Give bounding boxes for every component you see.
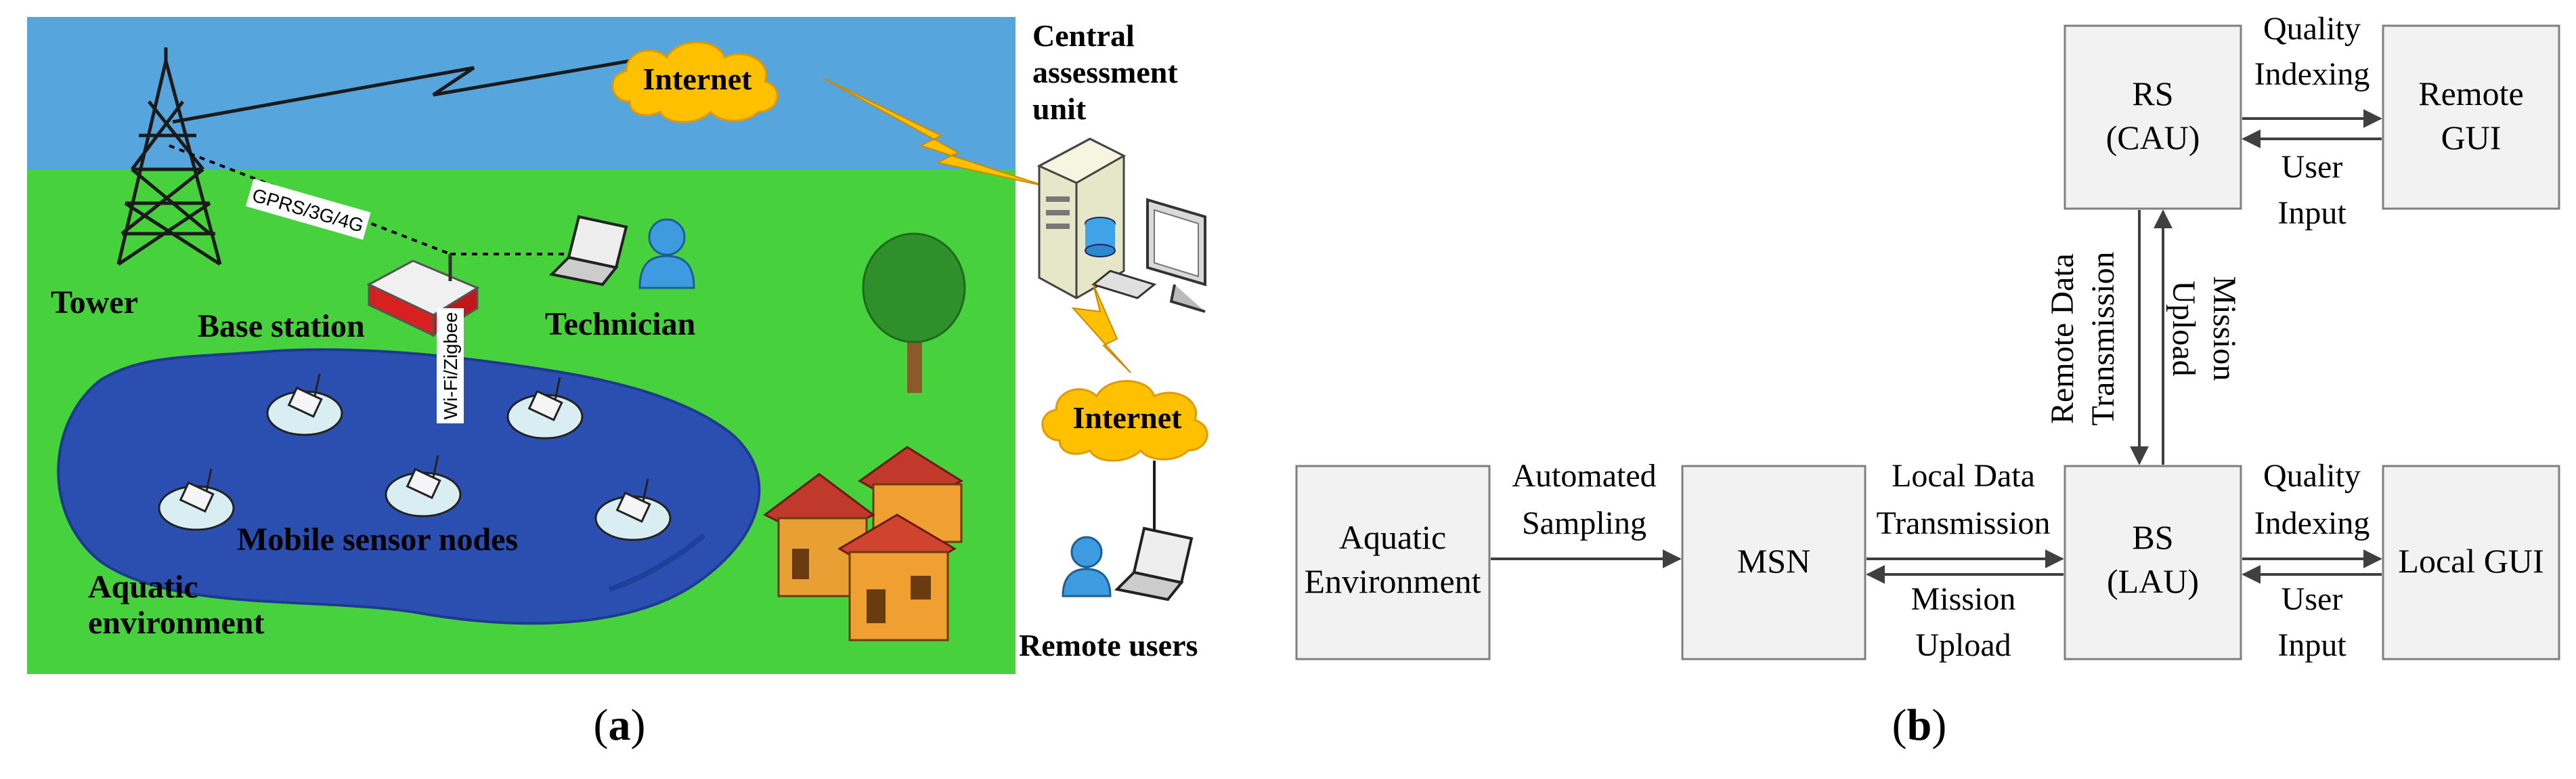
local-gui-label: Local GUI [2398, 542, 2544, 580]
remote-user-icon [1062, 526, 1194, 602]
caption-b-open: ( [1892, 700, 1907, 750]
aquatic-label-2: environment [88, 605, 264, 641]
lake-ripple [608, 532, 706, 592]
tower-label: Tower [51, 285, 138, 320]
internet-cloud-bottom: Internet [1041, 380, 1208, 462]
user-top-label-1: User [2282, 149, 2343, 185]
mission-horiz-label-2: Upload [1915, 627, 2011, 663]
user-bottom-label-1: User [2282, 581, 2343, 617]
remote-gui-label-1: Remote [2418, 75, 2524, 112]
central-unit-label-1: Central [1032, 18, 1135, 53]
msn-box [1681, 465, 1866, 660]
remote-gui-box [2382, 24, 2560, 210]
mobile-nodes-label: Mobile sensor nodes [237, 522, 518, 557]
wifi-label: Wi-Fi/Zigbee [440, 312, 461, 420]
central-unit-label-3: unit [1032, 91, 1087, 126]
remote-users-label: Remote users [1019, 628, 1198, 662]
automated-label-1: Automated [1512, 458, 1656, 494]
bs-box [2064, 465, 2242, 660]
bs-label-2: (LAU) [2107, 562, 2199, 600]
caption-b-letter: b [1907, 700, 1932, 750]
wifi-label-group: Wi-Fi/Zigbee [437, 308, 464, 423]
caption-b-close: ) [1931, 700, 1946, 750]
base-station-label: Base station [198, 308, 365, 344]
sensor-node [594, 478, 672, 541]
aquatic-box-label-1: Aquatic [1339, 518, 1446, 556]
technician-icon [548, 215, 695, 289]
monitor-icon [1091, 198, 1206, 313]
tower-icon [116, 47, 222, 266]
internet-bottom-label: Internet [1073, 400, 1183, 435]
houses-icon [763, 446, 964, 641]
caption-b: (b) [1892, 700, 1947, 750]
sensor-node [506, 377, 584, 440]
server-icon [1036, 138, 1127, 299]
bs-label-1: BS [2132, 518, 2173, 556]
user-top-label-2: Input [2277, 195, 2346, 231]
rs-box [2064, 24, 2242, 210]
quality-top-label-1: Quality [2263, 11, 2361, 47]
caption-a-open: ( [594, 700, 609, 750]
internet-top-label: Internet [643, 62, 753, 96]
remote-data-label-1: Remote Data [2045, 253, 2080, 424]
sensor-node [385, 455, 462, 518]
gprs-link [169, 144, 451, 255]
caption-a: (a) [594, 700, 646, 750]
mission-vert-label-1: Mission [2206, 276, 2242, 381]
central-unit-label-2: assessment [1032, 55, 1178, 89]
aquatic-label-1: Aquatic [88, 569, 198, 605]
rs-label-2: (CAU) [2106, 119, 2200, 156]
automated-label-2: Sampling [1522, 505, 1646, 541]
aquatic-box-label-2: Environment [1304, 562, 1481, 600]
caption-a-close: ) [631, 700, 646, 750]
internet-cloud-top: Internet [611, 41, 779, 123]
local-data-label-2: Transmission [1877, 505, 2051, 541]
sensor-node [266, 373, 343, 436]
local-gui-box [2382, 465, 2560, 660]
remote-data-label-2: Transmission [2085, 252, 2121, 426]
local-data-label-1: Local Data [1892, 458, 2035, 494]
quality-top-label-2: Indexing [2254, 56, 2370, 92]
panel-a: Internet Central assessment unit [27, 17, 1208, 750]
quality-bottom-label-1: Quality [2263, 458, 2361, 494]
rs-label-1: RS [2132, 75, 2173, 112]
tree-icon [862, 232, 966, 393]
caption-a-letter: a [609, 700, 631, 750]
quality-bottom-label-2: Indexing [2254, 505, 2370, 541]
panel-b: RS (CAU) Remote GUI Aquatic Environment … [1295, 11, 2560, 750]
mission-vert-label-2: Upload [2166, 280, 2202, 376]
user-bottom-label-2: Input [2277, 627, 2346, 663]
remote-gui-label-2: GUI [2441, 119, 2502, 156]
mission-horiz-label-1: Mission [1911, 581, 2016, 617]
lightning-server-bottom [1071, 284, 1131, 373]
sensor-node [158, 468, 235, 531]
aquatic-box [1295, 465, 1491, 660]
wireless-link-tower [172, 59, 630, 124]
technician-label: Technician [545, 306, 695, 342]
msn-label: MSN [1737, 542, 1810, 580]
